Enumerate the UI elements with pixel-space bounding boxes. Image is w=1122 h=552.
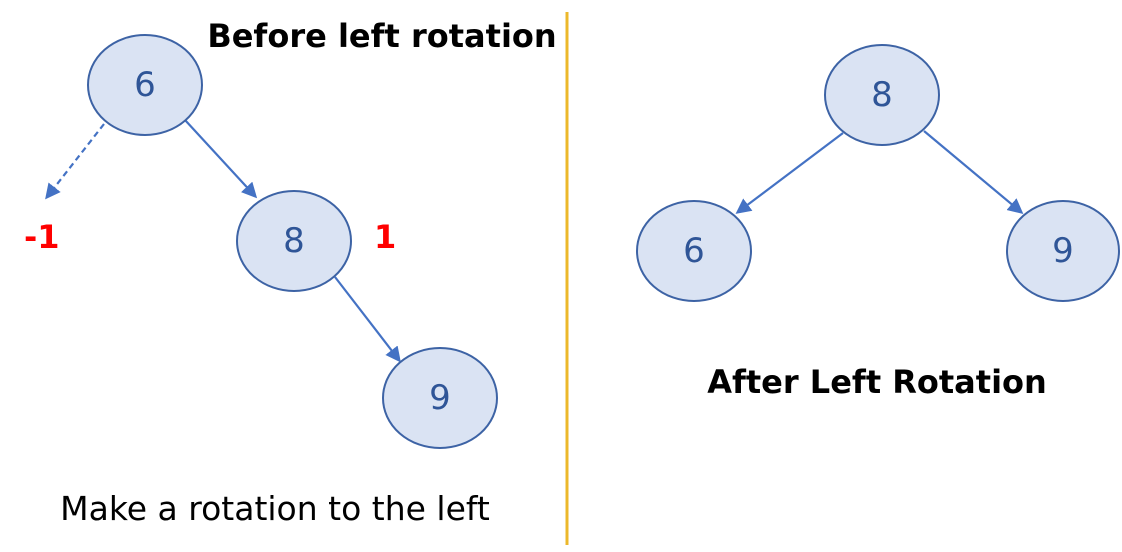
balance-factor-left: -1 — [24, 218, 60, 256]
edge-8-to-6 — [735, 132, 844, 214]
node-circle — [382, 347, 498, 449]
before-rotation-panel: Before left rotation 6 8 9 -1 1 Make a r… — [24, 17, 557, 528]
before-rotation-heading: Before left rotation — [207, 17, 556, 55]
node-circle — [1006, 200, 1120, 302]
node-label: 8 — [871, 75, 893, 115]
node-root-before: 6 — [87, 34, 203, 136]
after-rotation-heading: After Left Rotation — [707, 363, 1047, 401]
edge-6-left-dashed — [45, 123, 105, 200]
node-left-after: 6 — [636, 200, 752, 302]
node-middle-before: 8 — [236, 190, 352, 292]
node-label: 9 — [1052, 231, 1074, 271]
edge-6-to-8 — [184, 119, 258, 199]
edge-8-to-9 — [923, 130, 1024, 214]
edge-8-to-9 — [334, 276, 401, 363]
node-bottom-before: 9 — [382, 347, 498, 449]
node-label: 9 — [429, 378, 451, 418]
node-circle — [636, 200, 752, 302]
node-circle — [236, 190, 352, 292]
after-rotation-panel: 8 6 9 After Left Rotation — [636, 44, 1120, 401]
node-circle — [87, 34, 203, 136]
node-right-after: 9 — [1006, 200, 1120, 302]
node-root-after: 8 — [824, 44, 940, 146]
rotation-caption: Make a rotation to the left — [60, 489, 490, 528]
node-circle — [824, 44, 940, 146]
node-label: 6 — [683, 231, 705, 271]
balance-factor-right: 1 — [374, 218, 396, 256]
node-label: 6 — [134, 65, 156, 105]
node-label: 8 — [283, 221, 305, 261]
